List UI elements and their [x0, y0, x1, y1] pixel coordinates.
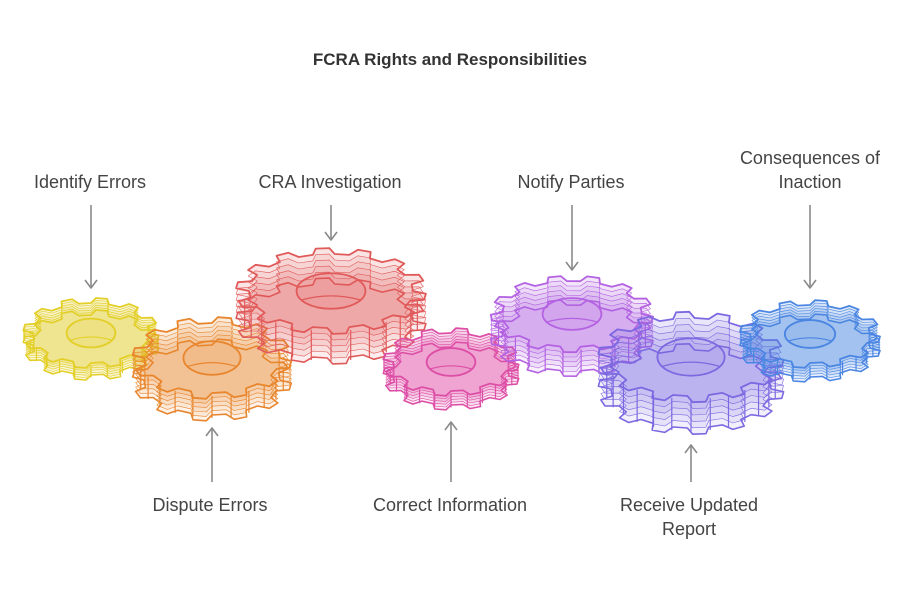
- label-correct-information: Correct Information: [372, 495, 528, 515]
- gear-orange: [131, 316, 293, 422]
- label-identify-errors: Identify Errors: [33, 172, 147, 192]
- gear-pink: [382, 327, 520, 411]
- diagram-title: FCRA Rights and Responsibilities: [312, 50, 588, 69]
- arrow-4: [444, 421, 458, 482]
- label-dispute-errors: Dispute Errors: [152, 495, 268, 515]
- gear-purple: [597, 310, 785, 435]
- arrow-2: [205, 427, 219, 482]
- arrow-1: [84, 205, 98, 289]
- label-cra-investigation: CRA Investigation: [258, 172, 402, 192]
- arrow-5: [565, 205, 579, 271]
- label-notify-parties: Notify Parties: [517, 172, 625, 192]
- arrow-7: [803, 205, 817, 289]
- label-consequences-of-inaction: Consequences of Inaction: [739, 148, 881, 192]
- arrow-3: [324, 205, 338, 241]
- gear-blue: [739, 299, 881, 383]
- arrow-6: [684, 444, 698, 482]
- gear-red: [235, 247, 427, 365]
- label-receive-updated-report: Receive Updated Report: [619, 495, 759, 539]
- gear-yellow: [22, 297, 160, 381]
